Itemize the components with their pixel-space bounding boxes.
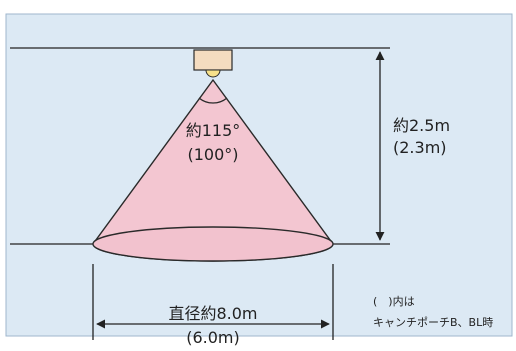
height-label: 約2.5m xyxy=(393,116,450,135)
note-line-1: ( )内は xyxy=(373,294,415,308)
bulb-icon xyxy=(205,69,221,78)
beam-angle-alt-label: (100°) xyxy=(187,145,238,164)
light-fixture xyxy=(193,49,233,71)
diameter-alt-label: (6.0m) xyxy=(186,328,240,347)
height-alt-label: (2.3m) xyxy=(393,138,447,157)
beam-angle-arc xyxy=(198,97,228,104)
diameter-label: 直径約8.0m xyxy=(168,304,257,323)
beam-angle-label: 約115° xyxy=(186,121,241,140)
cone-base-ellipse xyxy=(92,226,334,262)
note-line-2: キャンチポーチB、BL時 xyxy=(373,316,493,329)
